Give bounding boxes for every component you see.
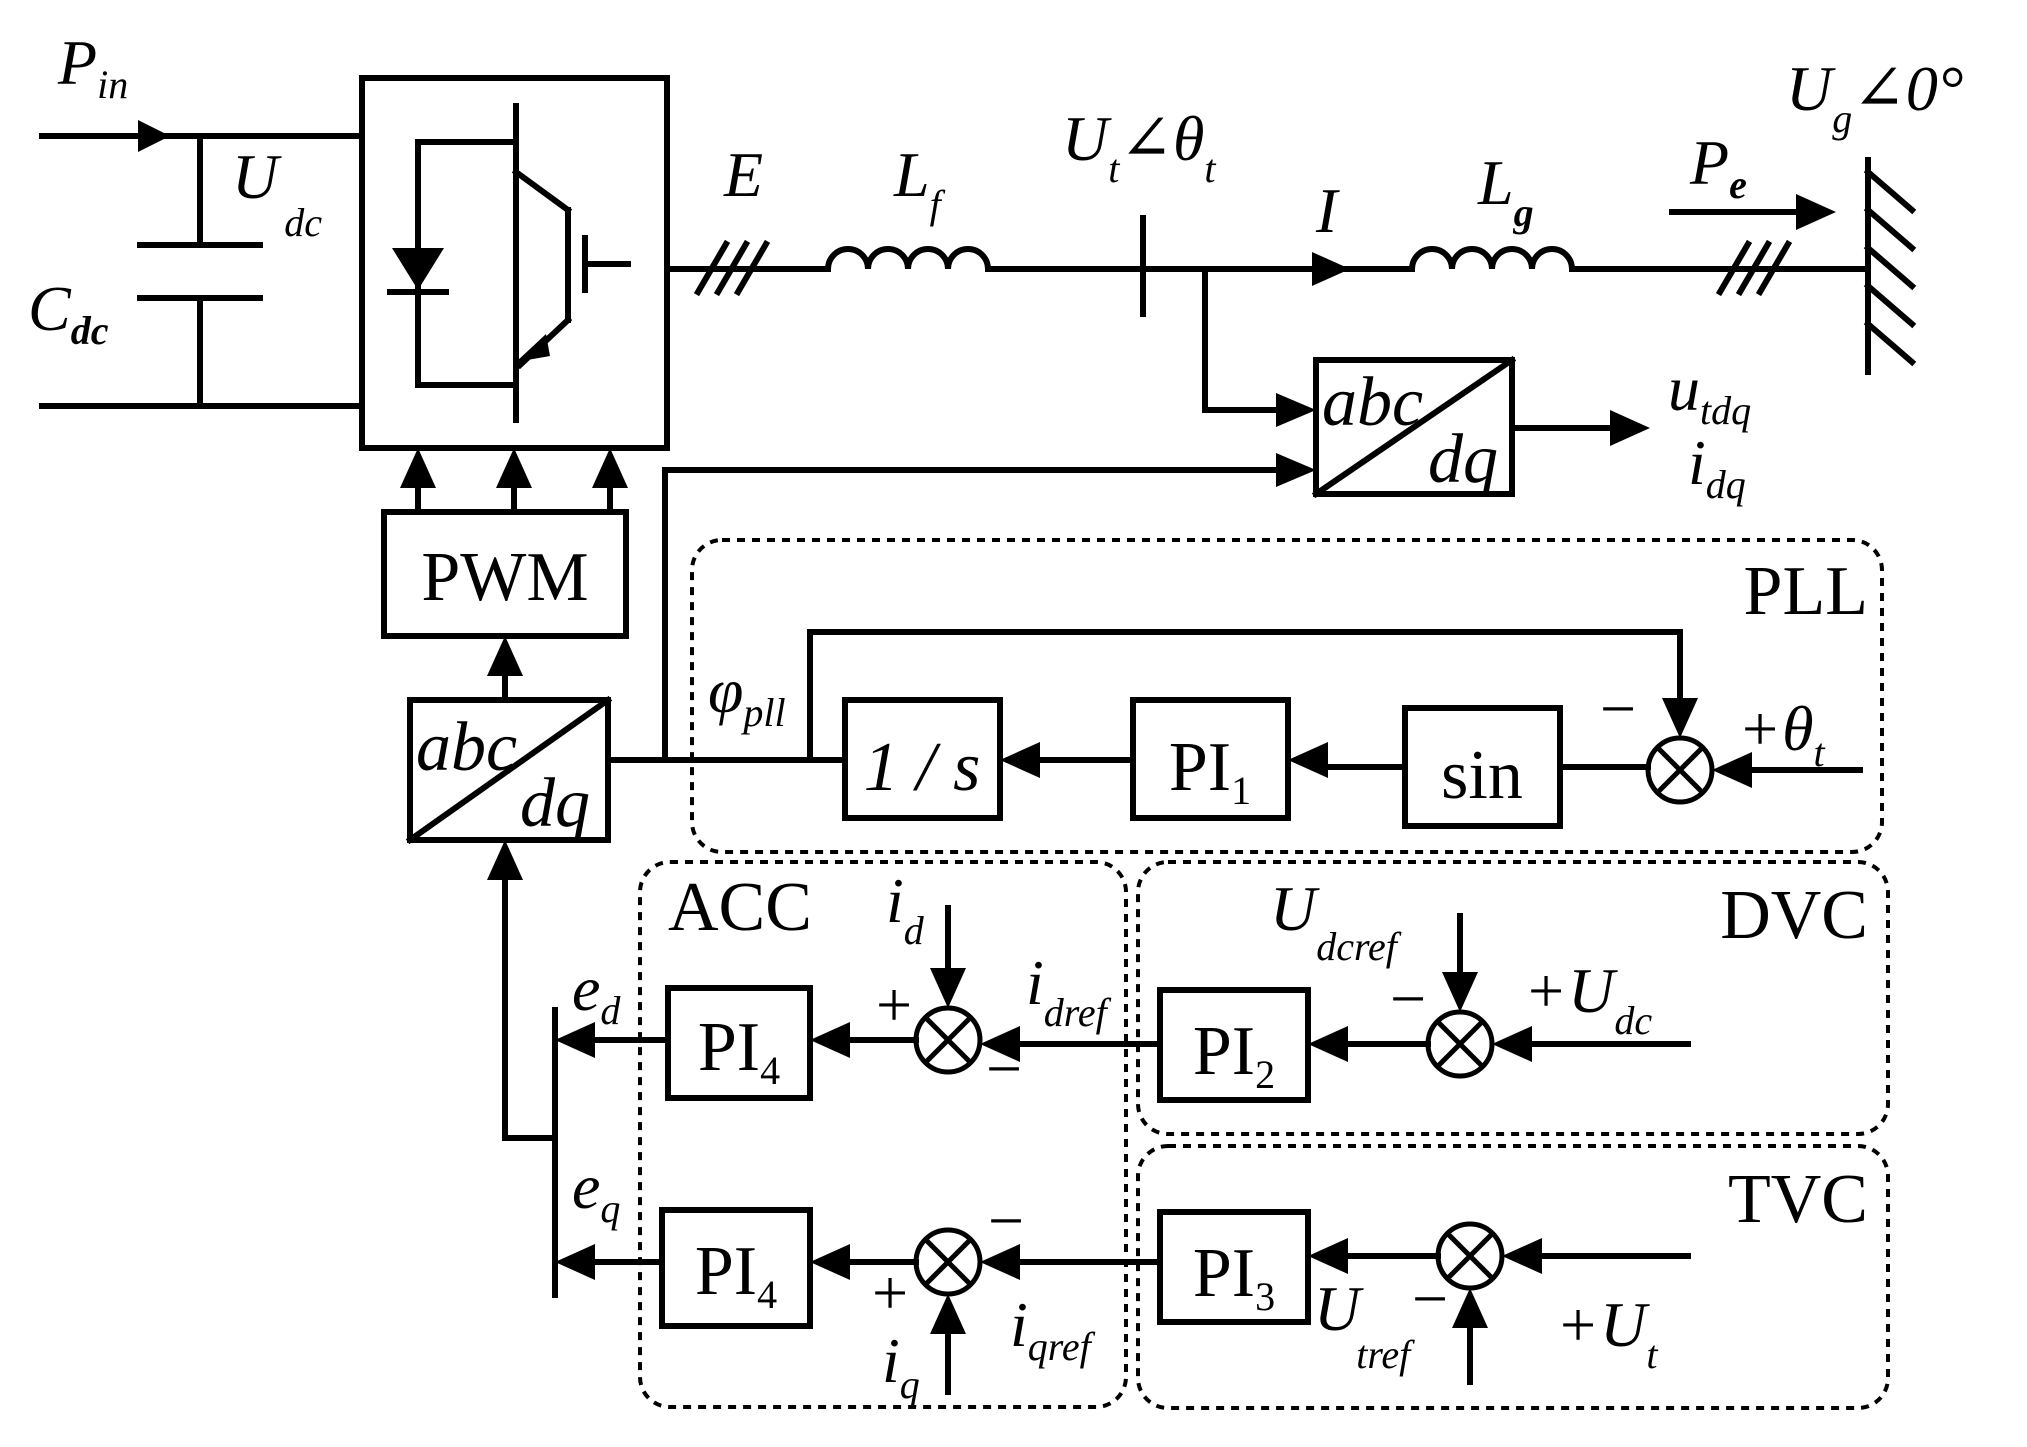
pi3-label: PI3	[1193, 1235, 1275, 1319]
svg-text:abc: abc	[416, 709, 517, 786]
label-ug: Ug∠0°	[1786, 53, 1963, 141]
label-lf: Lf	[893, 139, 946, 227]
label-ut-in: +Ut	[1560, 1289, 1658, 1377]
igbt-diode-symbol	[387, 103, 631, 423]
label-e: E	[723, 139, 763, 210]
inductor-lf	[824, 246, 992, 273]
sin-label: sin	[1441, 737, 1523, 814]
label-phi-pll: φpll	[708, 655, 786, 735]
label-iqref: iqref	[1010, 1289, 1096, 1369]
acc-group	[638, 860, 1128, 1409]
label-eq: eq	[572, 1151, 620, 1231]
tvc-minus-sign: −	[1412, 1263, 1448, 1334]
label-utdq: utdq	[1668, 353, 1751, 433]
pi4-q-label: PI4	[695, 1233, 777, 1317]
gate-arrows	[400, 448, 628, 515]
label-id: id	[886, 865, 925, 953]
pll-title: PLL	[1744, 553, 1868, 630]
dvc-title: DVC	[1720, 877, 1868, 954]
acc-q-minus-sign: −	[988, 1185, 1024, 1256]
dvc-summer	[1425, 1009, 1495, 1079]
dvc-group	[1136, 860, 1890, 1136]
dvc-minus-sign: −	[1390, 963, 1426, 1034]
pe-arrow	[1796, 194, 1836, 230]
tvc-title: TVC	[1728, 1161, 1868, 1238]
pi1-label: PI1	[1169, 729, 1251, 813]
svg-text:dq: dq	[520, 765, 590, 842]
pll-summer	[1645, 735, 1715, 805]
label-pin: Pin	[57, 27, 128, 107]
pll-minus-sign: −	[1600, 673, 1636, 744]
abc-dq-measure-block: abc dq	[1311, 355, 1517, 499]
inductor-lg	[1408, 246, 1576, 273]
grid-symbol	[1863, 157, 1917, 375]
acc-d-summer	[913, 1005, 983, 1075]
three-phase-mark-2	[1715, 239, 1793, 297]
label-udc-ref-in: +Udc	[1528, 955, 1652, 1043]
label-ut: Ut∠θt	[1062, 103, 1216, 191]
tvc-group	[1136, 1144, 1890, 1410]
svg-text:dq: dq	[1428, 421, 1498, 498]
pwm-label: PWM	[421, 539, 588, 616]
label-idq: idq	[1688, 427, 1746, 507]
pi2-block	[1157, 987, 1311, 1103]
current-arrow	[1312, 252, 1350, 286]
acc-d-plus-sign: +	[876, 969, 912, 1040]
abc-dq-modulator-block: abc dq	[405, 695, 613, 845]
label-idref: idref	[1026, 947, 1112, 1035]
label-plus-theta: +θt	[1742, 693, 1826, 775]
three-phase-mark-1	[693, 239, 771, 297]
acc-q-summer	[913, 1227, 983, 1297]
pi4-d-block	[665, 985, 813, 1101]
pi4-q-block	[659, 1207, 813, 1329]
integrator-block	[842, 697, 1003, 821]
pll-group	[690, 538, 1884, 854]
pi4-d-label: PI4	[698, 1009, 780, 1093]
pin-arrow	[138, 120, 170, 152]
pi2-label: PI2	[1193, 1013, 1275, 1097]
dc-capacitor	[137, 133, 263, 409]
label-pe: Pe	[1689, 127, 1747, 207]
pi3-block	[1157, 1209, 1311, 1325]
acc-title: ACC	[668, 869, 812, 946]
acc-q-plus-sign: +	[872, 1257, 908, 1328]
pwm-block	[381, 509, 629, 639]
label-iq: iq	[882, 1325, 920, 1407]
label-cdc: Cdc	[28, 273, 109, 353]
label-udc: Udc	[232, 141, 322, 245]
label-udcref: Udcref	[1270, 873, 1402, 969]
label-ed: ed	[572, 953, 621, 1033]
svg-text:abc: abc	[1322, 364, 1423, 441]
pi1-block	[1130, 697, 1291, 821]
integrator-label: 1 / s	[864, 729, 981, 806]
label-i: I	[1315, 175, 1340, 246]
label-lg: Lg	[1477, 147, 1534, 235]
